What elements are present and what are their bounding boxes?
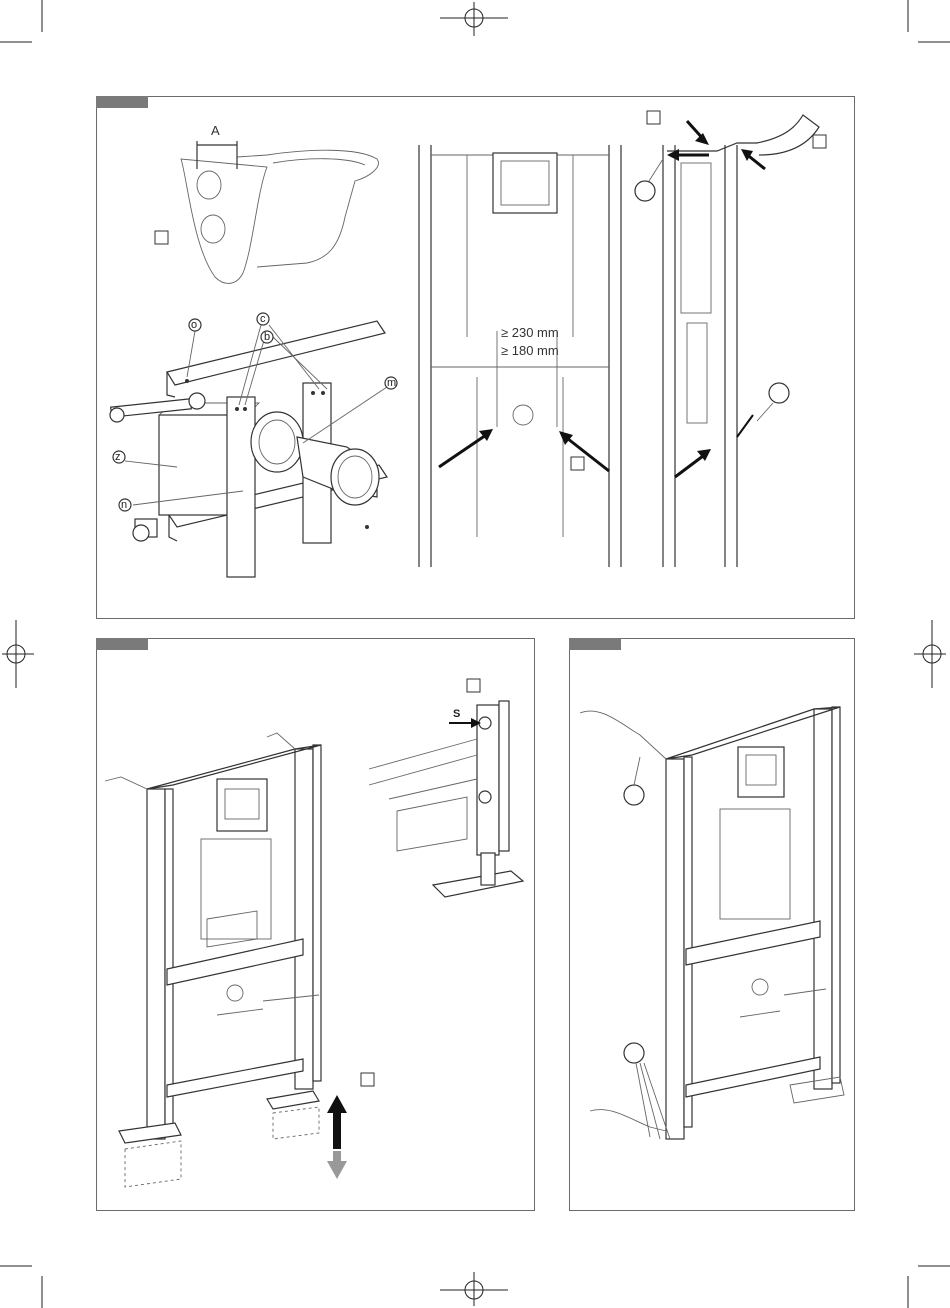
bottom-left-illustration: S [97,639,534,1210]
part-label-c: c [260,313,266,325]
registration-mark-icon [2,620,34,688]
bottom-right-illustration [570,639,854,1210]
step-box [361,1073,374,1086]
step-box [571,457,584,470]
callout-circle [624,1043,644,1063]
installation-frame-mounted [580,707,844,1139]
part-label-m: m [387,377,396,389]
registration-mark-icon [440,1272,508,1306]
frame-side-elevation [635,111,826,567]
registration-mark-icon [914,620,946,688]
arrow-icon [737,415,753,437]
step-box [813,135,826,148]
figure-panel-bottom-left: S [96,638,535,1211]
wall-hung-toilet: A [155,123,378,283]
registration-mark-icon [440,2,508,36]
installation-frame-3d [105,733,321,1187]
cistern-frame-3d: o c b m z n [110,313,397,577]
part-label-s: S [453,708,460,720]
up-down-arrow-icon [327,1095,347,1179]
figure-panel-bottom-right [569,638,855,1211]
arrow-icon [687,121,709,145]
part-label-n: n [121,499,127,511]
part-label-z: z [115,451,121,463]
measurement-180: ≥ 180 mm [501,343,559,358]
part-label-b: b [264,331,270,343]
step-box [467,679,480,692]
frame-front-elevation: ≥ 230 mm ≥ 180 mm [419,145,621,567]
dimension-label: A [211,123,220,138]
arrow-icon [675,449,711,477]
callout-circle [624,785,644,805]
arrow-icon [439,429,493,467]
arrow-icon [741,149,765,169]
foot-detail: S [369,679,523,897]
step-box [647,111,660,124]
callout-circle [769,383,789,403]
measurement-230: ≥ 230 mm [501,325,559,340]
step-box [155,231,168,244]
figure-panel-top: A [96,96,855,619]
top-illustration: A [97,97,854,618]
part-label-o: o [191,319,197,331]
callout-circle [635,181,655,201]
